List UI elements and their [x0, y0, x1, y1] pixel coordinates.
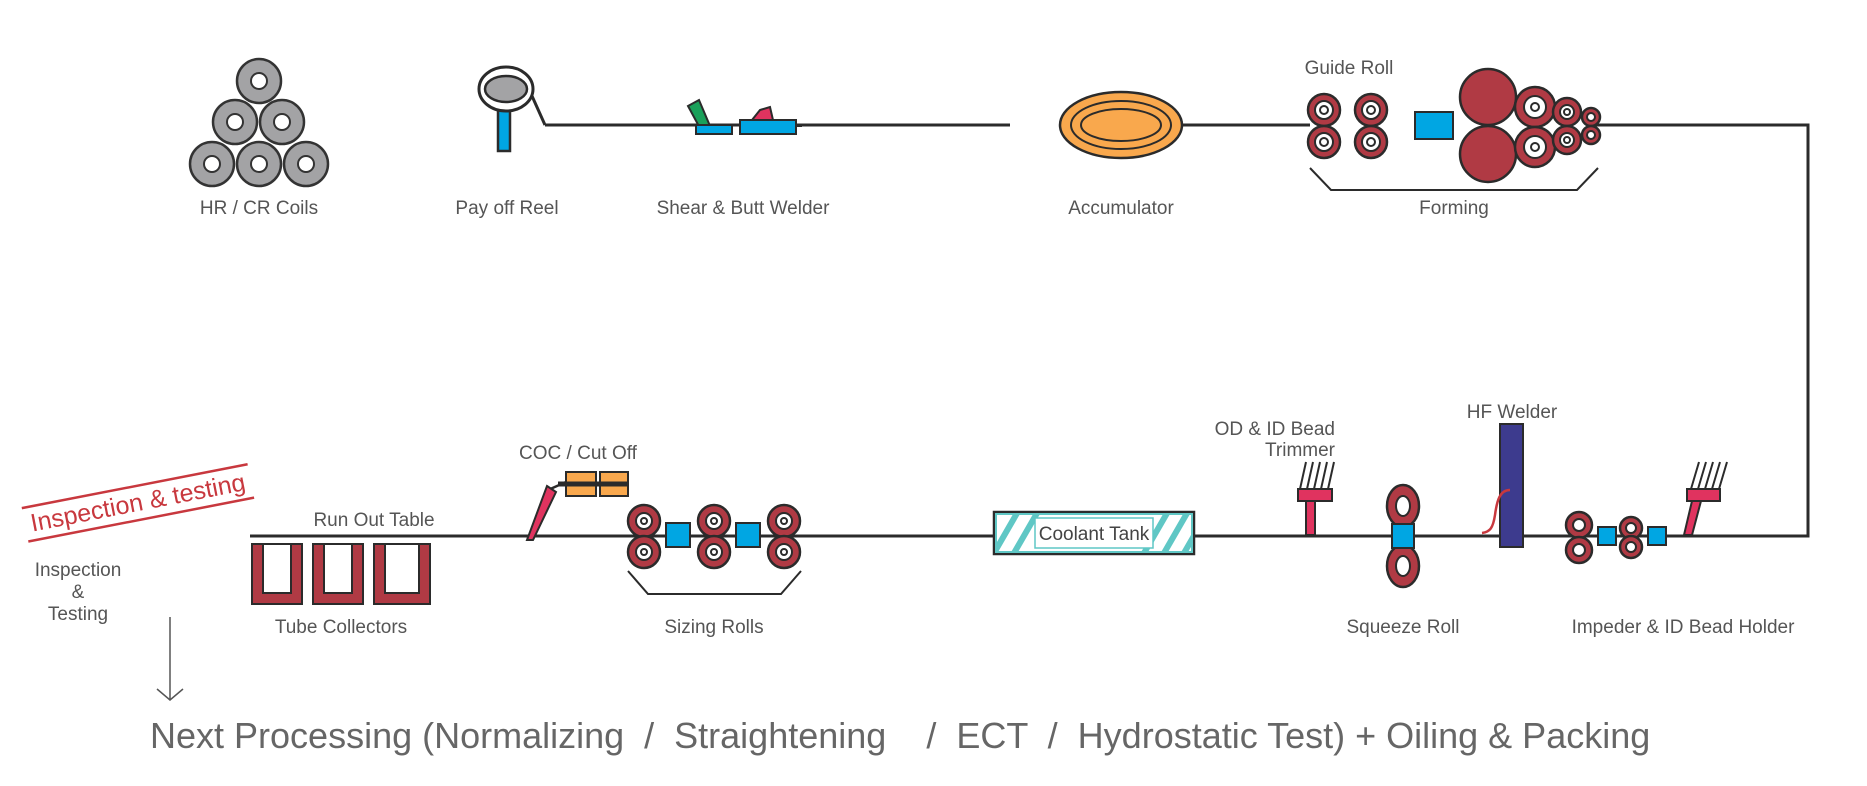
inspection-label-line3: Testing	[48, 604, 108, 625]
forming-rolls	[1458, 67, 1602, 184]
hf-welder-coil	[1499, 423, 1524, 548]
tube-collectors	[251, 543, 431, 605]
squeeze-rolls	[1385, 483, 1421, 589]
impeder-holder-icon	[1682, 461, 1728, 536]
hf-welder-lead	[1481, 488, 1511, 535]
guide-roll-label: Guide Roll	[1305, 58, 1394, 79]
next-processing-text: Next Processing (Normalizing / Straighte…	[150, 715, 1650, 756]
process-line	[250, 123, 1810, 538]
runout-label: Run Out Table	[313, 510, 434, 531]
tube-collectors-label: Tube Collectors	[275, 617, 407, 638]
payoff-label: Pay off Reel	[455, 198, 558, 219]
sizing-label: Sizing Rolls	[664, 617, 763, 638]
coolant-tank: Coolant Tank	[992, 510, 1196, 556]
trimmer-label-line1: OD & ID Bead	[1215, 419, 1335, 440]
coils-label: HR / CR Coils	[200, 198, 318, 219]
sizing-rolls	[626, 503, 802, 570]
inspection-banner-text: Inspection & testing	[28, 468, 248, 537]
accumulator-label: Accumulator	[1068, 198, 1174, 219]
shear-welder-icon	[686, 98, 802, 135]
inspection-banner: Inspection & testing	[21, 463, 255, 543]
trimmer-label-line2: Trimmer	[1265, 440, 1336, 461]
forming-block	[1414, 111, 1454, 140]
cutoff-icon	[525, 471, 629, 541]
coc-label: COC / Cut Off	[519, 443, 638, 464]
forming-bracket	[1309, 167, 1599, 191]
shear-label: Shear & Butt Welder	[657, 198, 831, 219]
coil-stack	[188, 57, 330, 188]
coolant-label: Coolant Tank	[1039, 524, 1150, 545]
impeder-label: Impeder & ID Bead Holder	[1572, 617, 1796, 638]
hf-welder-label: HF Welder	[1467, 402, 1558, 423]
squeeze-label: Squeeze Roll	[1346, 617, 1459, 638]
payoff-reel-icon	[477, 65, 547, 153]
forming-label: Forming	[1419, 198, 1489, 219]
inspection-label-line2: &	[72, 582, 85, 603]
trimmer-icon	[1297, 461, 1335, 536]
inspection-label-line1: Inspection	[35, 560, 122, 581]
sizing-bracket	[627, 570, 802, 595]
accumulator-icon	[1058, 90, 1184, 160]
down-arrow-icon	[156, 617, 184, 701]
